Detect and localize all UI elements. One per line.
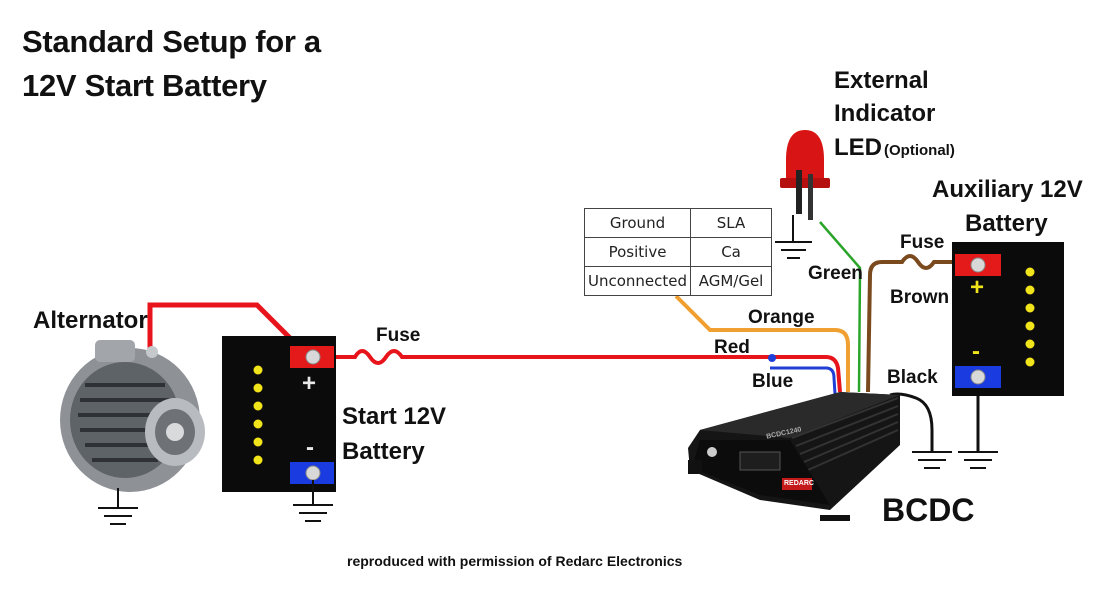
- led-ground-symbol: [775, 241, 812, 259]
- green-wire-label: Green: [808, 263, 863, 284]
- green-wire: [819, 221, 862, 393]
- brown-wire-label: Brown: [890, 287, 950, 308]
- blue-wire: [770, 366, 837, 395]
- table-cell: Positive: [583, 237, 692, 267]
- table-row: Ground SLA: [583, 208, 773, 238]
- credit-line: reproduced with permission of Redarc Ele…: [347, 553, 683, 569]
- bcdc-brand-text: REDARC: [784, 480, 814, 487]
- aux-battery-plus: +: [970, 274, 985, 301]
- aux-battery-ground-symbol: [958, 451, 998, 469]
- start-battery-ground-symbol: [293, 480, 333, 522]
- red-wire-alternator: [147, 302, 302, 355]
- table-cell: AGM/Gel: [690, 266, 773, 296]
- alternator-image: [60, 340, 205, 492]
- table-cell: SLA: [690, 208, 773, 238]
- indicator-led: [780, 130, 830, 242]
- bcdc-device: [688, 392, 900, 521]
- table-cell: Ca: [690, 237, 773, 267]
- alternator-ground-symbol: [98, 488, 138, 525]
- start-battery-minus: -: [306, 434, 314, 461]
- table-row: Unconnected AGM/Gel: [583, 266, 773, 296]
- led-label-line-3: LED: [834, 134, 882, 161]
- start-battery-label-line-1: Start 12V: [342, 403, 447, 430]
- led-optional-label: (Optional): [884, 142, 955, 159]
- start-battery-label-line-2: Battery: [342, 438, 425, 465]
- bcdc-label: BCDC: [882, 492, 975, 528]
- aux-battery-body: [952, 242, 1064, 396]
- red-wire-label: Red: [714, 337, 750, 358]
- aux-battery-label-line-2: Battery: [965, 210, 1048, 237]
- aux-battery-label-line-1: Auxiliary 12V: [932, 176, 1083, 203]
- start-battery-plus: +: [302, 370, 317, 397]
- brown-wire: [866, 254, 958, 393]
- table-cell: Unconnected: [583, 266, 692, 296]
- aux-fuse-label: Fuse: [900, 232, 945, 253]
- black-wire: [889, 392, 934, 452]
- start-battery-body: [222, 336, 336, 492]
- red-wire-main: [330, 349, 842, 393]
- table-cell: Ground: [583, 208, 692, 238]
- main-fuse-label: Fuse: [376, 325, 421, 346]
- battery-type-selector-table: Ground SLA Positive Ca Unconnected AGM/G…: [583, 208, 773, 296]
- blue-wire-dot: [768, 354, 776, 362]
- blue-wire-label: Blue: [752, 371, 794, 392]
- title-line-1: Standard Setup for a: [22, 24, 321, 59]
- orange-wire: [674, 294, 850, 392]
- led-label-line-2: Indicator: [834, 100, 936, 127]
- diagram-title: Standard Setup for a 12V Start Battery: [22, 20, 321, 108]
- bcdc-ground-symbol: [912, 451, 952, 469]
- title-line-2: 12V Start Battery: [22, 68, 267, 103]
- aux-battery-minus: -: [972, 338, 980, 365]
- led-label-line-1: External: [834, 67, 929, 94]
- alternator-label: Alternator: [33, 307, 148, 334]
- orange-wire-label: Orange: [748, 307, 815, 328]
- table-row: Positive Ca: [583, 237, 773, 267]
- black-wire-label: Black: [887, 367, 938, 388]
